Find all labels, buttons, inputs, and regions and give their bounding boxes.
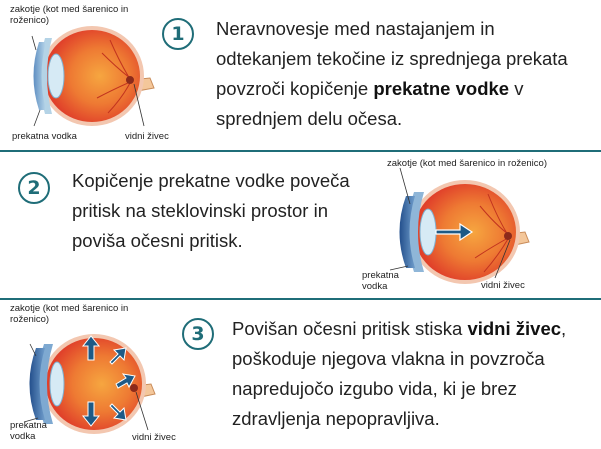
label-aqueous: prekatna vodka bbox=[362, 270, 399, 292]
step-2-text: Kopičenje prekatne vodke poveča pritisk … bbox=[72, 170, 350, 251]
pressure-arrows-icon bbox=[81, 335, 136, 427]
step-1-panel: zakotje (kot med šarenico in roženico) p… bbox=[0, 0, 601, 150]
eye-illustration-2 bbox=[389, 167, 530, 284]
label-optic-nerve: vidni živec bbox=[481, 280, 525, 291]
pressure-arrow-icon bbox=[435, 222, 474, 242]
label-angle: zakotje (kot med šarenico in roženico) bbox=[387, 158, 547, 169]
label-aqueous: prekatna vodka bbox=[12, 131, 77, 142]
label-optic-nerve: vidni živec bbox=[125, 131, 169, 142]
step-number-badge: 2 bbox=[18, 172, 50, 204]
label-aqueous: prekatna vodka bbox=[10, 420, 47, 442]
highlight-optic-nerve: vidni živec bbox=[467, 318, 562, 339]
label-angle: zakotje (kot med šarenico in roženico) bbox=[10, 4, 129, 26]
step-3-text: Povišan očesni pritisk stiska vidni žive… bbox=[232, 318, 567, 429]
step-2-panel: 2 Kopičenje prekatne vodke poveča pritis… bbox=[0, 152, 601, 298]
eye-illustration-3 bbox=[23, 334, 156, 434]
highlight-aqueous: prekatne vodke bbox=[373, 78, 510, 99]
label-angle: zakotje (kot med šarenico in roženico) bbox=[10, 303, 129, 325]
divider bbox=[0, 150, 601, 152]
step-3-panel: zakotje (kot med šarenico in roženico) p… bbox=[0, 300, 601, 449]
divider bbox=[0, 298, 601, 300]
step-number-badge: 3 bbox=[182, 318, 214, 350]
step-number-badge: 1 bbox=[162, 18, 194, 50]
eye-illustration-1 bbox=[31, 26, 155, 127]
step-1-text: Neravnovesje med nastajanjem in odtekanj… bbox=[216, 18, 568, 129]
label-optic-nerve: vidni živec bbox=[132, 432, 176, 443]
